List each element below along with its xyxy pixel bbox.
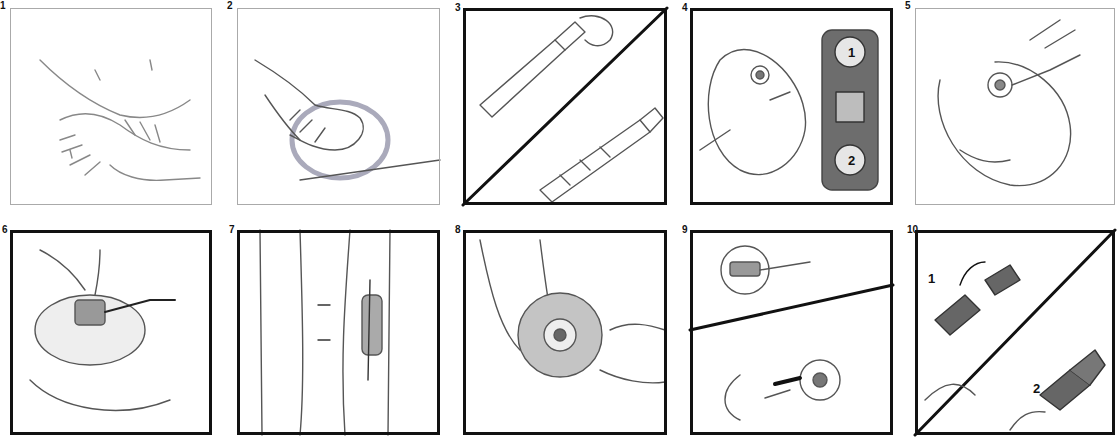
step-number: 9 xyxy=(682,224,688,235)
step-number: 3 xyxy=(455,2,461,13)
patch-skin-illustration xyxy=(480,240,665,383)
step-panel: 3 xyxy=(463,8,667,205)
patch-attach-illustration xyxy=(30,250,175,410)
reservoir-device-illustration xyxy=(700,30,878,190)
step-number: 7 xyxy=(229,224,235,235)
step-panel: 6 xyxy=(10,230,212,435)
step-panel: 9 xyxy=(690,230,893,435)
step-number: 8 xyxy=(455,224,461,235)
step-panel: 7 xyxy=(237,230,440,435)
step-number: 2 xyxy=(227,0,233,11)
step-panel: 412 xyxy=(690,8,893,205)
step-number: 5 xyxy=(905,0,911,11)
step-panel: 1 xyxy=(10,8,212,205)
skin-insert-illustration xyxy=(260,230,390,435)
step-panel: 5 xyxy=(915,8,1115,205)
filling-illustration xyxy=(938,20,1080,186)
step-panel: 2 xyxy=(237,8,440,205)
callout-number: 2 xyxy=(1033,383,1040,394)
hand-wash-illustration xyxy=(40,60,200,180)
callout-number: 1 xyxy=(928,273,935,284)
callout-number: 1 xyxy=(848,47,855,58)
step-number: 10 xyxy=(907,224,918,235)
pen-syringe-illustration xyxy=(463,8,667,205)
clip-illustration xyxy=(915,230,1115,435)
step-number: 1 xyxy=(0,0,6,11)
step-number: 6 xyxy=(2,224,8,235)
skin-wipe-illustration xyxy=(255,60,440,180)
callout-number: 2 xyxy=(848,155,855,166)
step-number: 4 xyxy=(682,2,688,13)
tube-connect-illustration xyxy=(690,246,893,420)
step-panel: 1012 xyxy=(915,230,1115,435)
step-panel: 8 xyxy=(463,230,667,435)
